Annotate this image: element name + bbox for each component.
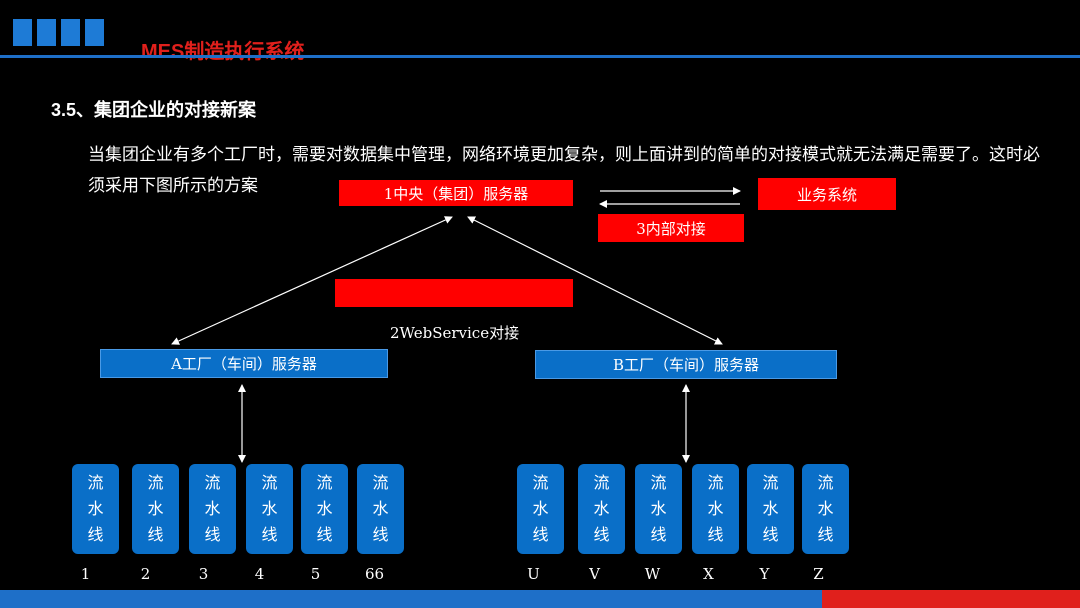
business-system-label: 业务系统 — [796, 185, 857, 204]
header-divider — [0, 55, 1080, 58]
production-line-b2: 流水线 — [578, 464, 625, 554]
production-line-b6: 流水线 — [802, 464, 849, 554]
production-line-a1: 流水线 — [72, 464, 119, 554]
arrow-central-factory-b — [467, 216, 723, 345]
production-line-a5: 流水线 — [301, 464, 348, 554]
line-label-a3: 3 — [198, 565, 209, 583]
production-line-a6: 流水线 — [357, 464, 404, 554]
line-label-a1: 1 — [80, 565, 91, 583]
production-line-a4: 流水线 — [246, 464, 293, 554]
central-server-box: 1中央（集团）服务器 — [339, 180, 573, 206]
production-line-a3: 流水线 — [189, 464, 236, 554]
internal-link-label: 3内部对接 — [636, 219, 706, 238]
line-label-b4: X — [703, 565, 714, 583]
arrow-central-factory-a — [171, 216, 453, 345]
production-line-b3: 流水线 — [635, 464, 682, 554]
logo-square-4 — [85, 19, 104, 46]
central-server-label: 1中央（集团）服务器 — [383, 184, 529, 203]
production-line-b5: 流水线 — [747, 464, 794, 554]
line-label-b1: U — [527, 565, 540, 583]
webservice-bar — [335, 279, 573, 307]
production-line-b1: 流水线 — [517, 464, 564, 554]
line-label-a4: 4 — [254, 565, 265, 583]
production-line-b4: 流水线 — [692, 464, 739, 554]
footer-bar-blue — [0, 590, 822, 608]
logo-square-1 — [13, 19, 32, 46]
factory-a-label: A工厂（车间）服务器 — [171, 355, 317, 373]
logo-square-3 — [61, 19, 80, 46]
line-label-b6: Z — [813, 565, 824, 583]
line-label-a6: 66 — [364, 565, 385, 583]
section-title: 3.5、集团企业的对接新案 — [51, 100, 257, 120]
line-label-a2: 2 — [140, 565, 151, 583]
factory-a-box: A工厂（车间）服务器 — [100, 349, 388, 378]
internal-link-box: 3内部对接 — [598, 214, 744, 242]
line-label-b2: V — [589, 565, 600, 583]
webservice-label: 2WebService对接 — [390, 324, 520, 342]
factory-b-label: B工厂（车间）服务器 — [612, 356, 760, 374]
logo-square-2 — [37, 19, 56, 46]
line-label-b3: W — [644, 565, 661, 583]
intro-paragraph: 当集团企业有多个工厂时，需要对数据集中管理，网络环境更加复杂，则上面讲到的简单的… — [88, 145, 1040, 196]
business-system-box: 业务系统 — [758, 178, 896, 210]
production-line-a2: 流水线 — [132, 464, 179, 554]
footer-bar-red — [822, 590, 1080, 608]
line-label-b5: Y — [759, 565, 770, 583]
factory-b-box: B工厂（车间）服务器 — [535, 350, 837, 379]
line-label-a5: 5 — [310, 565, 321, 583]
